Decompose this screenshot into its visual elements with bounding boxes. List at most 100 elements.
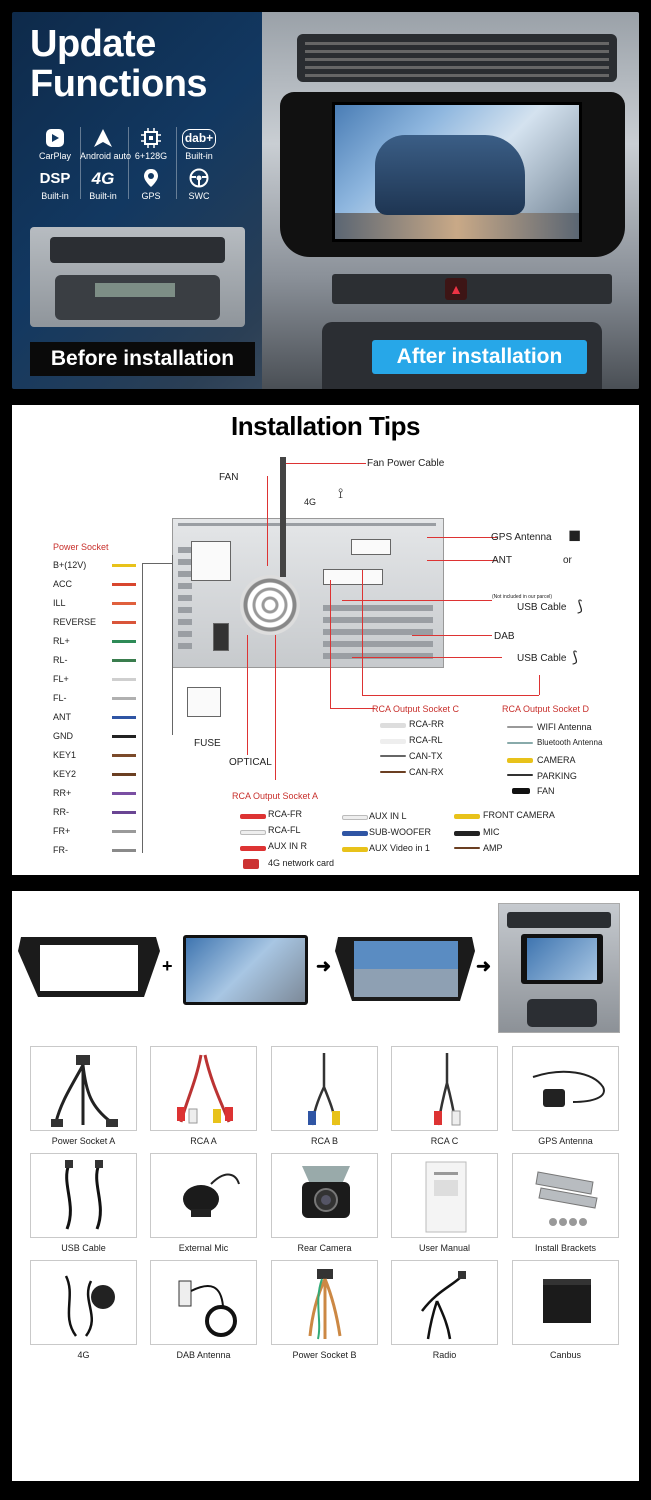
- 4g-antenna-icon: [64, 1275, 115, 1337]
- after-installation-label: After installation: [372, 340, 587, 374]
- accessory-power-socket-a: Power Socket A: [30, 1046, 137, 1146]
- accessory-gps-antenna: GPS Antenna: [512, 1046, 619, 1146]
- accessory-canbus: Canbus: [512, 1260, 619, 1360]
- pin-wire: [112, 754, 136, 757]
- pin-label: ACC: [53, 579, 73, 589]
- rca-a-item: AUX IN R: [268, 841, 308, 851]
- radio-cable-icon: [421, 1271, 466, 1340]
- rca-b-item: AUX IN L: [369, 811, 407, 821]
- installed-result-image: [498, 903, 620, 1033]
- usb-cable-label-2: USB Cable: [517, 653, 567, 664]
- pin-label: KEY1: [53, 750, 77, 760]
- pin-label: FL-: [53, 693, 67, 703]
- not-included-note: (Not included in our parcel): [492, 594, 553, 600]
- user-manual-icon: [425, 1161, 467, 1233]
- rca-c-item: RCA-RR: [409, 719, 444, 729]
- dsp-icon: DSP Built-in: [39, 170, 71, 201]
- android-auto-icon: Android auto: [80, 127, 131, 162]
- accessory-rear-camera: Rear Camera: [271, 1153, 378, 1253]
- optical-label: OPTICAL: [229, 757, 272, 768]
- gps-antenna-label: GPS Antenna: [491, 532, 552, 543]
- pin-label: ANT: [53, 712, 71, 722]
- install-brackets-icon: [535, 1171, 598, 1226]
- hazard-icon: ▲: [445, 278, 467, 300]
- rca-b-icon: [308, 1053, 340, 1126]
- rca-c-icon: [434, 1053, 461, 1126]
- accessory-rca-b: RCA B: [271, 1046, 378, 1146]
- rca-e-item: MIC: [483, 827, 500, 837]
- before-installation-label: Before installation: [30, 342, 255, 376]
- rca-a-icon: [177, 1054, 233, 1124]
- pin-label: KEY2: [53, 769, 77, 779]
- rca-c-title: RCA Output Socket C: [372, 704, 460, 714]
- rca-d-item: FAN: [537, 786, 555, 796]
- pin-wire: [112, 773, 136, 776]
- head-unit-rear: [172, 518, 444, 668]
- or-label: or: [563, 555, 572, 566]
- usb-cable-icon-1: ⟆: [577, 598, 583, 615]
- rca-d-item: Bluetooth Antenna: [537, 738, 603, 747]
- accessory-radio: Radio: [391, 1260, 498, 1360]
- dab-antenna-icon: [178, 1280, 237, 1337]
- usb-cable-icon: [65, 1160, 103, 1230]
- pin-label: RR-: [53, 807, 69, 817]
- accessory-user-manual: User Manual: [391, 1153, 498, 1253]
- pin-wire: [112, 583, 136, 586]
- rca-d-title: RCA Output Socket D: [502, 704, 590, 714]
- section-title: Installation Tips: [231, 411, 420, 441]
- rca-a-item: RCA-FR: [268, 809, 302, 819]
- fuse-icon: [187, 687, 221, 717]
- power-socket-b-icon: [308, 1269, 342, 1340]
- rca-a-item: 4G network card: [268, 858, 335, 868]
- rca-e-item: FRONT CAMERA: [483, 810, 555, 820]
- air-vent: [297, 34, 617, 82]
- pin-label: B+(12V): [53, 560, 87, 570]
- dash-frame-icon: [18, 937, 160, 997]
- rca-c-item: CAN-RX: [409, 767, 444, 777]
- external-mic-icon: [183, 1173, 240, 1217]
- pin-label: RL-: [53, 655, 68, 665]
- accessory-external-mic: External Mic: [150, 1153, 257, 1253]
- accessory-power-socket-b: Power Socket B: [271, 1260, 378, 1360]
- fuse-label: FUSE: [194, 738, 221, 749]
- rca-c-item: CAN-TX: [409, 751, 443, 761]
- chip-icon: 6+128G: [128, 127, 174, 162]
- rca-d-item: CAMERA: [537, 755, 576, 765]
- accessory-4g: 4G: [30, 1260, 137, 1360]
- dashboard-before-photo: [30, 227, 245, 327]
- pin-wire: [112, 621, 136, 624]
- pin-wire: [112, 602, 136, 605]
- pin-label: RL+: [53, 636, 70, 646]
- accessory-dab-antenna: DAB Antenna: [150, 1260, 257, 1360]
- package-contents-panel: + ➜ ➜ Power Socket A RCA A: [12, 891, 639, 1481]
- page-title: Update Functions: [30, 23, 208, 105]
- pin-wire: [112, 564, 136, 567]
- pin-label: ILL: [53, 598, 66, 608]
- cooling-fan-icon: [240, 575, 300, 635]
- installation-tips-panel: Installation Tips Fan Power: [12, 405, 639, 875]
- rca-c-item: RCA-RL: [409, 735, 443, 745]
- ant-label: ANT: [492, 555, 512, 566]
- accessory-rca-c: RCA C: [391, 1046, 498, 1146]
- pin-wire: [112, 659, 136, 662]
- 4g-icon: 4G Built-in: [89, 169, 117, 201]
- gps-icon: GPS: [128, 167, 174, 202]
- dab-label: DAB: [494, 631, 515, 642]
- gps-antenna-icon: [532, 1070, 605, 1107]
- usb-cable-label-1: USB Cable: [517, 602, 567, 613]
- dab-icon: dab+ Built-in: [176, 127, 222, 162]
- power-socket-a-icon: [51, 1055, 118, 1127]
- arrow-icon: ➜: [316, 956, 332, 976]
- rca-d-item: PARKING: [537, 771, 577, 781]
- 4g-label: 4G: [304, 497, 317, 507]
- rca-d-item: WIFI Antenna: [537, 722, 592, 732]
- hero-banner: ▲ Update Functions CarPlay Android auto …: [12, 12, 639, 389]
- canbus-icon: [543, 1279, 591, 1323]
- accessory-usb-cable: USB Cable: [30, 1153, 137, 1253]
- rca-b-item: AUX Video in 1: [369, 843, 430, 853]
- rear-camera-icon: [302, 1166, 350, 1218]
- plus-icon: +: [162, 956, 173, 976]
- pin-wire: [112, 716, 136, 719]
- head-unit-image: [183, 935, 308, 1005]
- pin-wire: [112, 792, 136, 795]
